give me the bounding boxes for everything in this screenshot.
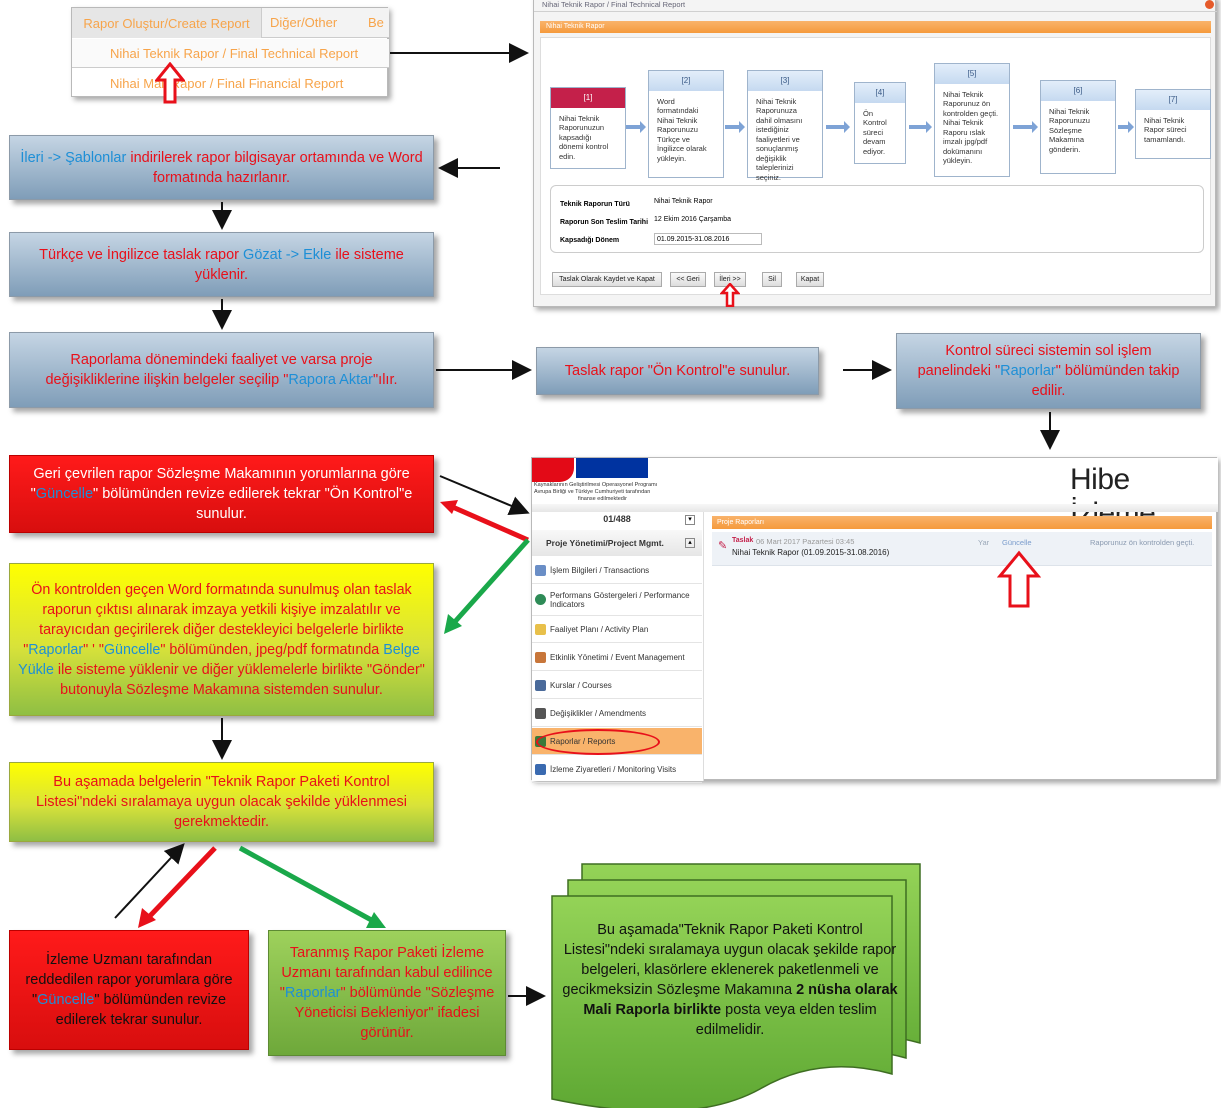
tab-other[interactable]: Diğer/Other (270, 15, 338, 30)
flow-step-upload-draft: Türkçe ve İngilizce taslak rapor Gözat -… (9, 232, 434, 297)
logo-line-2: Avrupa Birliği ve Türkiye Cumhuriyeti ta… (534, 489, 651, 495)
step-7: [7]Nihai Teknik Rapor süreci tamamlandı. (1135, 89, 1211, 159)
tab-be[interactable]: Be (368, 15, 384, 30)
row-update-link[interactable]: Güncelle (1002, 538, 1032, 547)
field-type-label: Teknik Raporun Türü (560, 201, 630, 208)
field-deadline-value: 12 Ekim 2016 Çarşamba (654, 216, 732, 223)
step-5: [5]Nihai Teknik Raporunuz ön kontrolden … (934, 63, 1010, 177)
field-type-value: Nihai Teknik Rapor (654, 198, 713, 205)
row-status: Taslak (732, 537, 754, 544)
reports-highlight-circle (536, 729, 660, 755)
brand-title: Hibe İzleme (1070, 463, 1156, 530)
field-period-label: Kapsadığı Dönem (560, 237, 620, 244)
delete-button[interactable]: Sil (762, 272, 782, 287)
nav-item-amendments[interactable]: Değişiklikler / Amendments (532, 700, 702, 727)
nav-item-event-management[interactable]: Etkinlik Yönetimi / Event Management (532, 644, 702, 671)
nav-header-project-management[interactable]: Proje Yönetimi/Project Mgmt. (532, 530, 702, 556)
row-title: Nihai Teknik Rapor (01.09.2015-31.08.201… (732, 548, 890, 557)
flow-step-signed-upload: Ön kontrolden geçen Word formatında sunu… (9, 563, 434, 716)
flow-step-pre-control: Taslak rapor "Ön Kontrol"e sunulur. (536, 347, 819, 395)
row-view-link[interactable]: Yar (978, 538, 990, 547)
flag-logo (532, 458, 574, 482)
create-report-menu: Rapor Oluştur/Create Report Diğer/Other … (71, 7, 389, 104)
chevron-down-icon[interactable]: ▾ (685, 515, 695, 525)
final-technical-report-window: Nihai Teknik Rapor / Final Technical Rep… (533, 0, 1217, 307)
report-row (712, 532, 1212, 566)
nav-item-transactions[interactable]: İşlem Bilgileri / Transactions (532, 557, 702, 584)
flow-step-checklist-order: Bu aşamada belgelerin "Teknik Rapor Pake… (9, 762, 434, 842)
nav-item-monitoring-visits[interactable]: İzleme Ziyaretleri / Monitoring Visits (532, 756, 702, 783)
save-draft-button[interactable]: Taslak Olarak Kaydet ve Kapat (552, 272, 662, 287)
close-icon[interactable] (1205, 0, 1214, 9)
nav-item-activity-plan[interactable]: Faaliyet Planı / Activity Plan (532, 616, 702, 643)
report-info-fieldset (550, 185, 1204, 253)
menu-item-final-technical-report[interactable]: Nihai Teknik Rapor / Final Technical Rep… (72, 39, 389, 68)
flow-step-download-templates: İleri -> Şablonlar indirilerek rapor bil… (9, 135, 434, 200)
flow-step-track-reports: Kontrol süreci sistemin sol işlem paneli… (896, 333, 1201, 409)
back-button[interactable]: << Geri (670, 272, 706, 287)
eu-flag-logo (576, 458, 648, 478)
pencil-icon: ✎ (718, 540, 728, 552)
flow-step-expert-rejected: İzleme Uzmanı tarafından reddedilen rapo… (9, 930, 249, 1050)
close-button[interactable]: Kapat (796, 272, 824, 287)
nav-item-performance-indicators[interactable]: Performans Göstergeleri / Performance In… (532, 584, 702, 616)
panel-title: Nihai Teknik Rapor (540, 21, 1211, 33)
row-result: Raporunuz ön kontrolden geçti. (1090, 538, 1195, 547)
step-4: [4]Ön Kontrol süreci devam ediyor. (854, 82, 906, 164)
chevron-up-icon[interactable]: ▴ (685, 538, 695, 548)
up-arrow-pointer-icon (997, 550, 1041, 608)
step-arrows (626, 121, 1134, 133)
step-3: [3]Nihai Teknik Raporunuza dahil olmasın… (747, 70, 823, 182)
nav-item-courses[interactable]: Kurslar / Courses (532, 672, 702, 699)
up-arrow-pointer-icon (720, 283, 740, 307)
panel-title: Proje Raporları (712, 516, 1212, 529)
project-select[interactable]: 01/488 (603, 514, 631, 524)
flow-step-transfer-to-report: Raporlama dönemindeki faaliyet ve varsa … (9, 332, 434, 408)
flow-step-expert-accepted: Taranmış Rapor Paketi İzleme Uzmanı tara… (268, 930, 506, 1056)
flow-step-mail-package: Bu aşamada"Teknik Rapor Paketi Kontrol L… (562, 922, 898, 1038)
window-title: Nihai Teknik Rapor / Final Technical Rep… (542, 0, 686, 9)
field-period-input[interactable]: 01.09.2015-31.08.2016 (654, 233, 762, 245)
up-arrow-pointer-icon (155, 62, 185, 104)
document-stack-shape (551, 863, 921, 1108)
field-deadline-label: Raporun Son Teslim Tarihi (560, 219, 649, 226)
logo-line-1: Kaynaklarının Geliştirilmesi Operasyonel… (534, 482, 658, 488)
step-2: [2]Word formatındaki Nihai Teknik Raporu… (648, 70, 724, 178)
step-6: [6]Nihai Teknik Raporunuzu Sözleşme Maka… (1040, 80, 1116, 174)
tab-create-report[interactable]: Rapor Oluştur/Create Report (72, 8, 262, 38)
step-1: [1]Nihai Teknik Raporunuzun kapsadığı dö… (550, 87, 626, 169)
logo-line-3: finanse edilmektedir (578, 496, 627, 502)
flow-step-rejected-revise: Geri çevrilen rapor Sözleşme Makamının y… (9, 455, 434, 533)
grant-monitoring-window: Kaynaklarının Geliştirilmesi Operasyonel… (531, 457, 1218, 783)
row-date: 06 Mart 2017 Pazartesi 03:45 (756, 537, 855, 546)
